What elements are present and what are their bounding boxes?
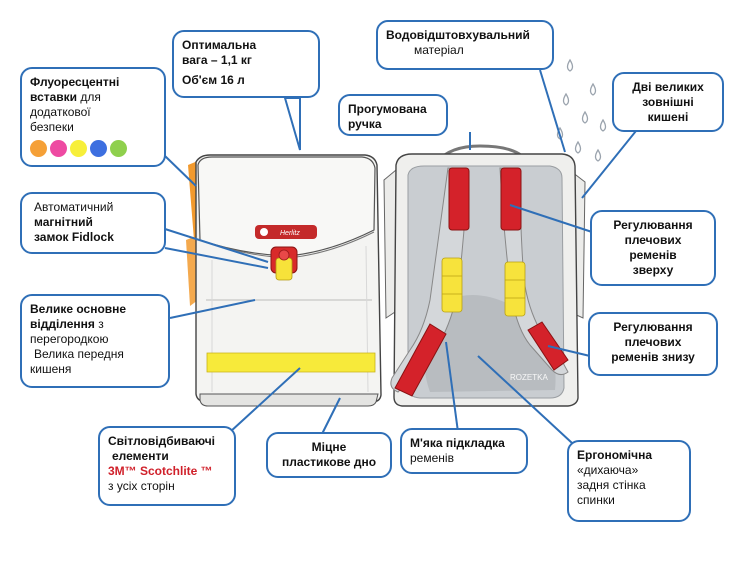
volume-text: Об'єм 16 л (182, 73, 245, 87)
main-rest2: перегородкою (30, 332, 109, 346)
color-dot-green (110, 140, 127, 157)
back-rest2: задня стінка (577, 478, 646, 492)
adjtop-line2: плечових (624, 233, 682, 247)
strap-padding-callout: М'яка підкладка ременів (400, 428, 528, 474)
pockets-line2: зовнішні (642, 95, 694, 109)
pockets-line3: кишені (647, 110, 689, 124)
padding-bold: М'яка підкладка (410, 436, 505, 450)
weight-line2: вага – 1,1 кг (182, 53, 252, 67)
fluor-bold2: вставки (30, 90, 78, 104)
waterproof-rest: матеріал (414, 43, 464, 57)
top-strap-adjust-callout: Регулювання плечових ременів зверху (590, 210, 716, 286)
adjbot-line2: плечових (624, 335, 682, 349)
pointer-lines (164, 69, 641, 456)
back-backpack (383, 144, 586, 407)
color-dot-pink (50, 140, 67, 157)
adjtop-line4: зверху (632, 263, 674, 277)
weight-volume-callout: Оптимальна вага – 1,1 кг Об'єм 16 л (172, 30, 320, 98)
handle-line1: Прогумована (348, 102, 427, 116)
bottom-line1: Міцне (311, 440, 347, 454)
back-rest1: «дихаюча» (577, 463, 639, 477)
reflect-brand: 3M™ Scotchlite ™ (108, 464, 213, 478)
bottom-line2: пластикове дно (281, 455, 377, 469)
fluor-rest2: додаткової (30, 105, 91, 119)
front-backpack (186, 154, 382, 407)
brand-logo-text: Herlitz (280, 230, 300, 237)
fluorescent-inserts-callout: Флуоресцентні вставки для додаткової без… (20, 67, 166, 167)
reflect-rest: з усіх сторін (108, 479, 175, 493)
bottom-strap-adjust-callout: Регулювання плечових ременів знизу (588, 312, 718, 376)
color-dot-orange (30, 140, 47, 157)
pockets-line1: Дві великих (632, 80, 704, 94)
weight-line1: Оптимальна (182, 38, 257, 52)
watermark-text: ROZETKA (510, 373, 548, 382)
breathable-back-callout: Ергономічна «дихаюча» задня стінка спинк… (567, 440, 691, 522)
back-rest3: спинки (577, 493, 615, 507)
lock-bold1: магнітний (34, 215, 93, 229)
padding-rest: ременів (410, 451, 454, 465)
fluor-rest3: безпеки (30, 120, 74, 134)
adjtop-line1: Регулювання (613, 218, 693, 232)
lock-line1: Автоматичний (34, 200, 114, 214)
main-bold1: Велике основне (30, 302, 127, 316)
adjtop-line3: ременів (629, 248, 677, 262)
water-droplets (556, 58, 607, 162)
main-rest1: з (94, 317, 104, 331)
back-bold: Ергономічна (577, 448, 653, 462)
fluor-bold1: Флуоресцентні (30, 75, 120, 89)
color-dot-blue (90, 140, 107, 157)
main-rest4: кишеня (30, 362, 72, 376)
water-repellent-callout: Водовідштовхувальний матеріал (376, 20, 554, 70)
fluor-color-dots (30, 140, 156, 157)
reflect-bold2: елементи (112, 449, 169, 463)
lock-bold2: замок Fidlock (34, 230, 114, 244)
magnetic-lock-callout: Автоматичний магнітний замок Fidlock (20, 192, 166, 254)
fluor-rest1: для (77, 90, 101, 104)
rubber-handle-callout: Прогумована ручка (338, 94, 448, 136)
main-compartment-callout: Велике основне відділення з перегородкою… (20, 294, 170, 388)
color-dot-yellow (70, 140, 87, 157)
plastic-bottom-callout: Міцне пластикове дно (266, 432, 392, 478)
external-pockets-callout: Дві великих зовнішні кишені (612, 72, 724, 132)
handle-line2: ручка (348, 117, 382, 131)
main-bold2: відділення (30, 317, 95, 331)
main-rest3: Велика передня (34, 347, 124, 361)
reflect-bold1: Світловідбиваючі (108, 434, 215, 448)
waterproof-bold: Водовідштовхувальний (386, 28, 530, 42)
adjbot-line1: Регулювання (613, 320, 693, 334)
adjbot-line3: ременів знизу (611, 350, 695, 364)
reflective-elements-callout: Світловідбиваючі елементи 3M™ Scotchlite… (98, 426, 236, 506)
